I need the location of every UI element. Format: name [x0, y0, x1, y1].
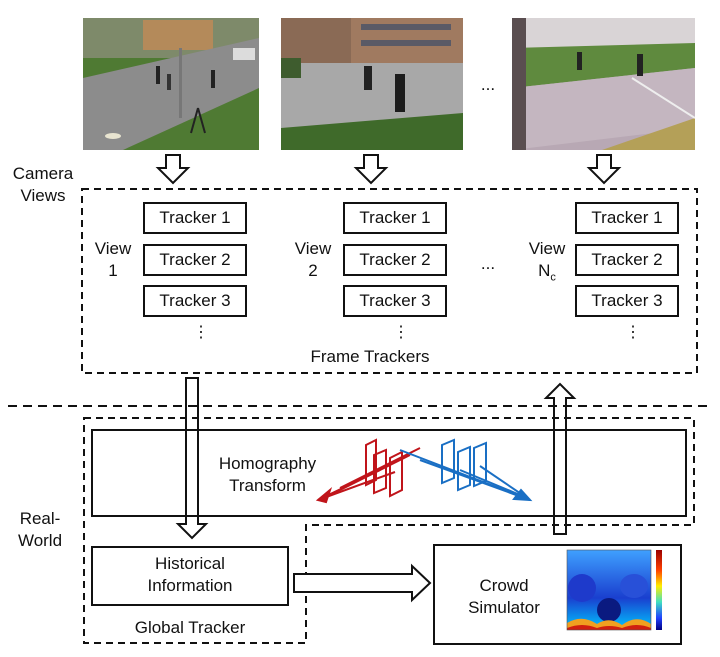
- view-1-tracker-2: Tracker 2: [143, 244, 247, 276]
- view-n-tracker-3: Tracker 3: [575, 285, 679, 317]
- view-2-tracker-3: Tracker 3: [343, 285, 447, 317]
- view-n-more: ⋮: [625, 324, 641, 341]
- historical-information-box: [91, 546, 289, 606]
- crowd-heatmap-image: [566, 549, 662, 631]
- frame-trackers-label: Frame Trackers: [310, 347, 430, 366]
- real-world-label: Real-World: [17, 509, 63, 550]
- camera-photo-3: [512, 18, 695, 150]
- view-1-tracker-1: Tracker 1: [143, 202, 247, 234]
- blue-camera-frames: [399, 438, 533, 502]
- photo-ellipsis: ...: [480, 75, 496, 94]
- view-n-label: View Nc: [528, 239, 566, 284]
- homography-box: [91, 429, 687, 517]
- red-camera-frames: [315, 438, 421, 504]
- camera-photo-1: [83, 18, 259, 150]
- view-1-more: ⋮: [193, 324, 209, 341]
- view-2-more: ⋮: [393, 324, 409, 341]
- camera-photo-2: [281, 18, 463, 150]
- view-n-tracker-1: Tracker 1: [575, 202, 679, 234]
- views-ellipsis: ...: [480, 254, 496, 273]
- view-2-tracker-2: Tracker 2: [343, 244, 447, 276]
- view-n-tracker-2: Tracker 2: [575, 244, 679, 276]
- view-2-tracker-1: Tracker 1: [343, 202, 447, 234]
- view-1-tracker-3: Tracker 3: [143, 285, 247, 317]
- global-tracker-label: Global Tracker: [134, 618, 246, 637]
